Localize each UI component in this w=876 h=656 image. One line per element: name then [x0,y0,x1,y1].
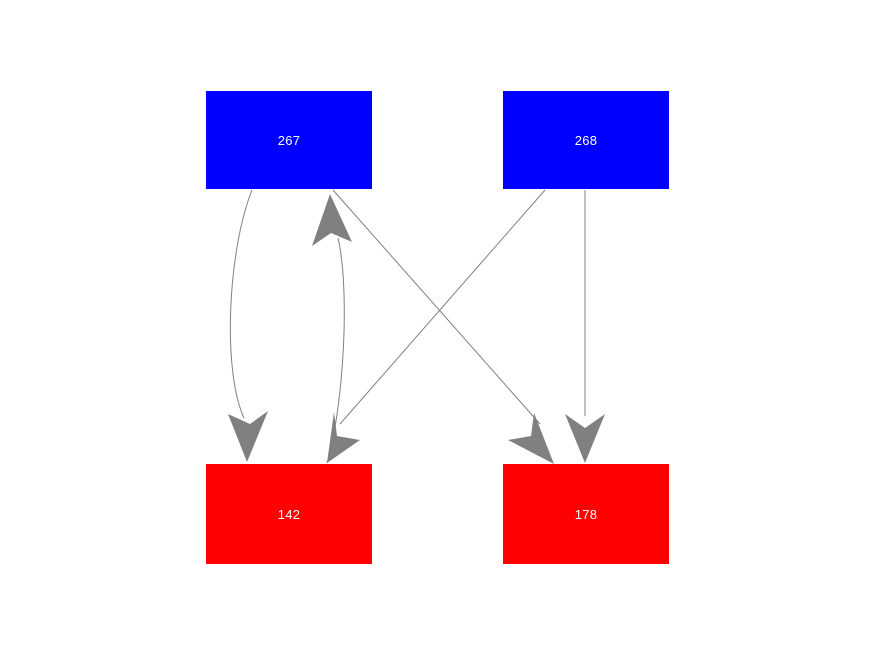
edge-267-142[interactable] [228,189,268,462]
arrow-head-icon [565,414,605,463]
edge-line [229,189,253,419]
edge-268-178[interactable] [565,190,605,463]
arrow-head-icon [327,412,360,463]
graph-node-267[interactable]: 267 [206,91,372,189]
edge-line [339,189,546,425]
arrow-head-icon [508,413,554,464]
node-label: 142 [277,506,301,522]
graph-node-268[interactable]: 268 [503,91,669,189]
node-label: 178 [574,506,598,522]
arrow-head-icon [312,194,352,246]
edge-line [332,189,541,425]
node-label: 268 [574,132,598,148]
node-label: 267 [277,132,301,148]
edge-142-267[interactable] [312,194,352,464]
arrow-head-icon [228,411,268,462]
graph-node-178[interactable]: 178 [503,464,669,564]
graph-node-142[interactable]: 142 [206,464,372,564]
edge-267-178[interactable] [332,189,554,464]
edge-268-142[interactable] [327,189,546,463]
